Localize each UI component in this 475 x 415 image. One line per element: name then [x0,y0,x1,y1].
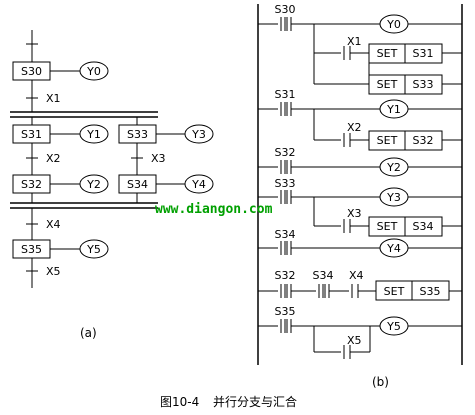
set-target-s32: S32 [413,134,434,147]
watermark-text: www.diangon.com [155,202,273,217]
coil-y5 [379,316,409,336]
set-target-s33: S33 [413,78,434,91]
sfc-step-s35: S35 [21,243,42,256]
contact-s35-rung7 [280,319,292,333]
sfc-step-s34: S34 [127,178,148,191]
set-label-1: SET [377,47,398,60]
set-target-s31: S31 [413,47,434,60]
sfc-output-oval-y4 [184,174,214,194]
label-r4-s33: S33 [275,177,296,190]
sfc-step-s33: S33 [127,128,148,141]
sfc-diagram: S30 S31 S32 S33 S34 S35 Y0 Y1 Y2 Y3 Y4 Y… [10,30,214,340]
sfc-output-y2: Y2 [86,178,101,191]
sfc-output-y4: Y4 [191,178,206,191]
sfc-panel-label: (a) [80,326,97,340]
coil-y1 [379,99,409,119]
sfc-step-s30: S30 [21,65,42,78]
contact-s34-rung5 [280,241,292,255]
contact-s32-rung3 [280,160,292,174]
coil-label-y2: Y2 [386,161,401,174]
label-r7-x5: X5 [347,334,362,347]
caption-number: 图10-4 [160,395,199,409]
coil-y4 [379,238,409,258]
contact-s33-rung4 [280,190,292,204]
sfc-output-y0: Y0 [86,65,101,78]
sfc-output-oval-y3 [184,124,214,144]
set-target-s35: S35 [420,285,441,298]
coil-label-y1: Y1 [386,103,401,116]
label-r1-s30: S30 [275,3,296,16]
label-r6-s32: S32 [275,269,296,282]
sfc-step-s31: S31 [21,128,42,141]
label-r2-x2: X2 [347,121,362,134]
coil-label-y4: Y4 [386,242,401,255]
set-target-s34: S34 [413,220,434,233]
sfc-output-oval-y2 [79,174,109,194]
label-r6-s34: S34 [313,269,334,282]
contact-x4-rung6 [351,284,359,298]
sfc-output-y5: Y5 [86,243,101,256]
label-r5-s34: S34 [275,228,296,241]
coil-label-y5: Y5 [386,320,401,333]
sfc-output-oval-y5 [79,239,109,259]
contact-x5-rung7 [343,345,351,359]
sfc-step-s32: S32 [21,178,42,191]
contact-x3-rung4 [343,219,351,233]
label-r3-s32: S32 [275,146,296,159]
label-r4-x3: X3 [347,207,362,220]
sfc-transition-x3: X3 [151,152,166,165]
sfc-transition-x5: X5 [46,265,61,278]
sfc-output-oval-y0 [79,61,109,81]
label-r1-x1: X1 [347,35,362,48]
set-label-3: SET [377,134,398,147]
label-r6-x4: X4 [349,269,364,282]
contact-s32-rung6 [280,284,292,298]
sfc-output-oval-y1 [79,124,109,144]
contact-x1-rung1 [343,46,351,60]
ladder-diagram: S30 X1 S31 X2 S32 S33 X3 S34 S32 S34 X4 … [257,3,463,389]
coil-y0 [379,14,409,34]
sfc-output-y1: Y1 [86,128,101,141]
sfc-output-y3: Y3 [191,128,206,141]
coil-y3 [379,187,409,207]
set-label-2: SET [377,78,398,91]
contact-x2-rung2 [343,133,351,147]
sfc-transition-x4: X4 [46,218,61,231]
contact-s34-rung6 [318,284,330,298]
coil-label-y3: Y3 [386,191,401,204]
coil-label-y0: Y0 [386,18,401,31]
label-r2-s31: S31 [275,88,296,101]
sfc-transition-x1: X1 [46,92,61,105]
ladder-panel-label: (b) [372,375,389,389]
contact-s30-rung1 [280,17,292,31]
contact-s31-rung2 [280,102,292,116]
coil-y2 [379,157,409,177]
sfc-transition-x2: X2 [46,152,61,165]
set-label-5: SET [384,285,405,298]
set-label-4: SET [377,220,398,233]
caption-title: 并行分支与汇合 [213,394,297,409]
label-r7-s35: S35 [275,305,296,318]
